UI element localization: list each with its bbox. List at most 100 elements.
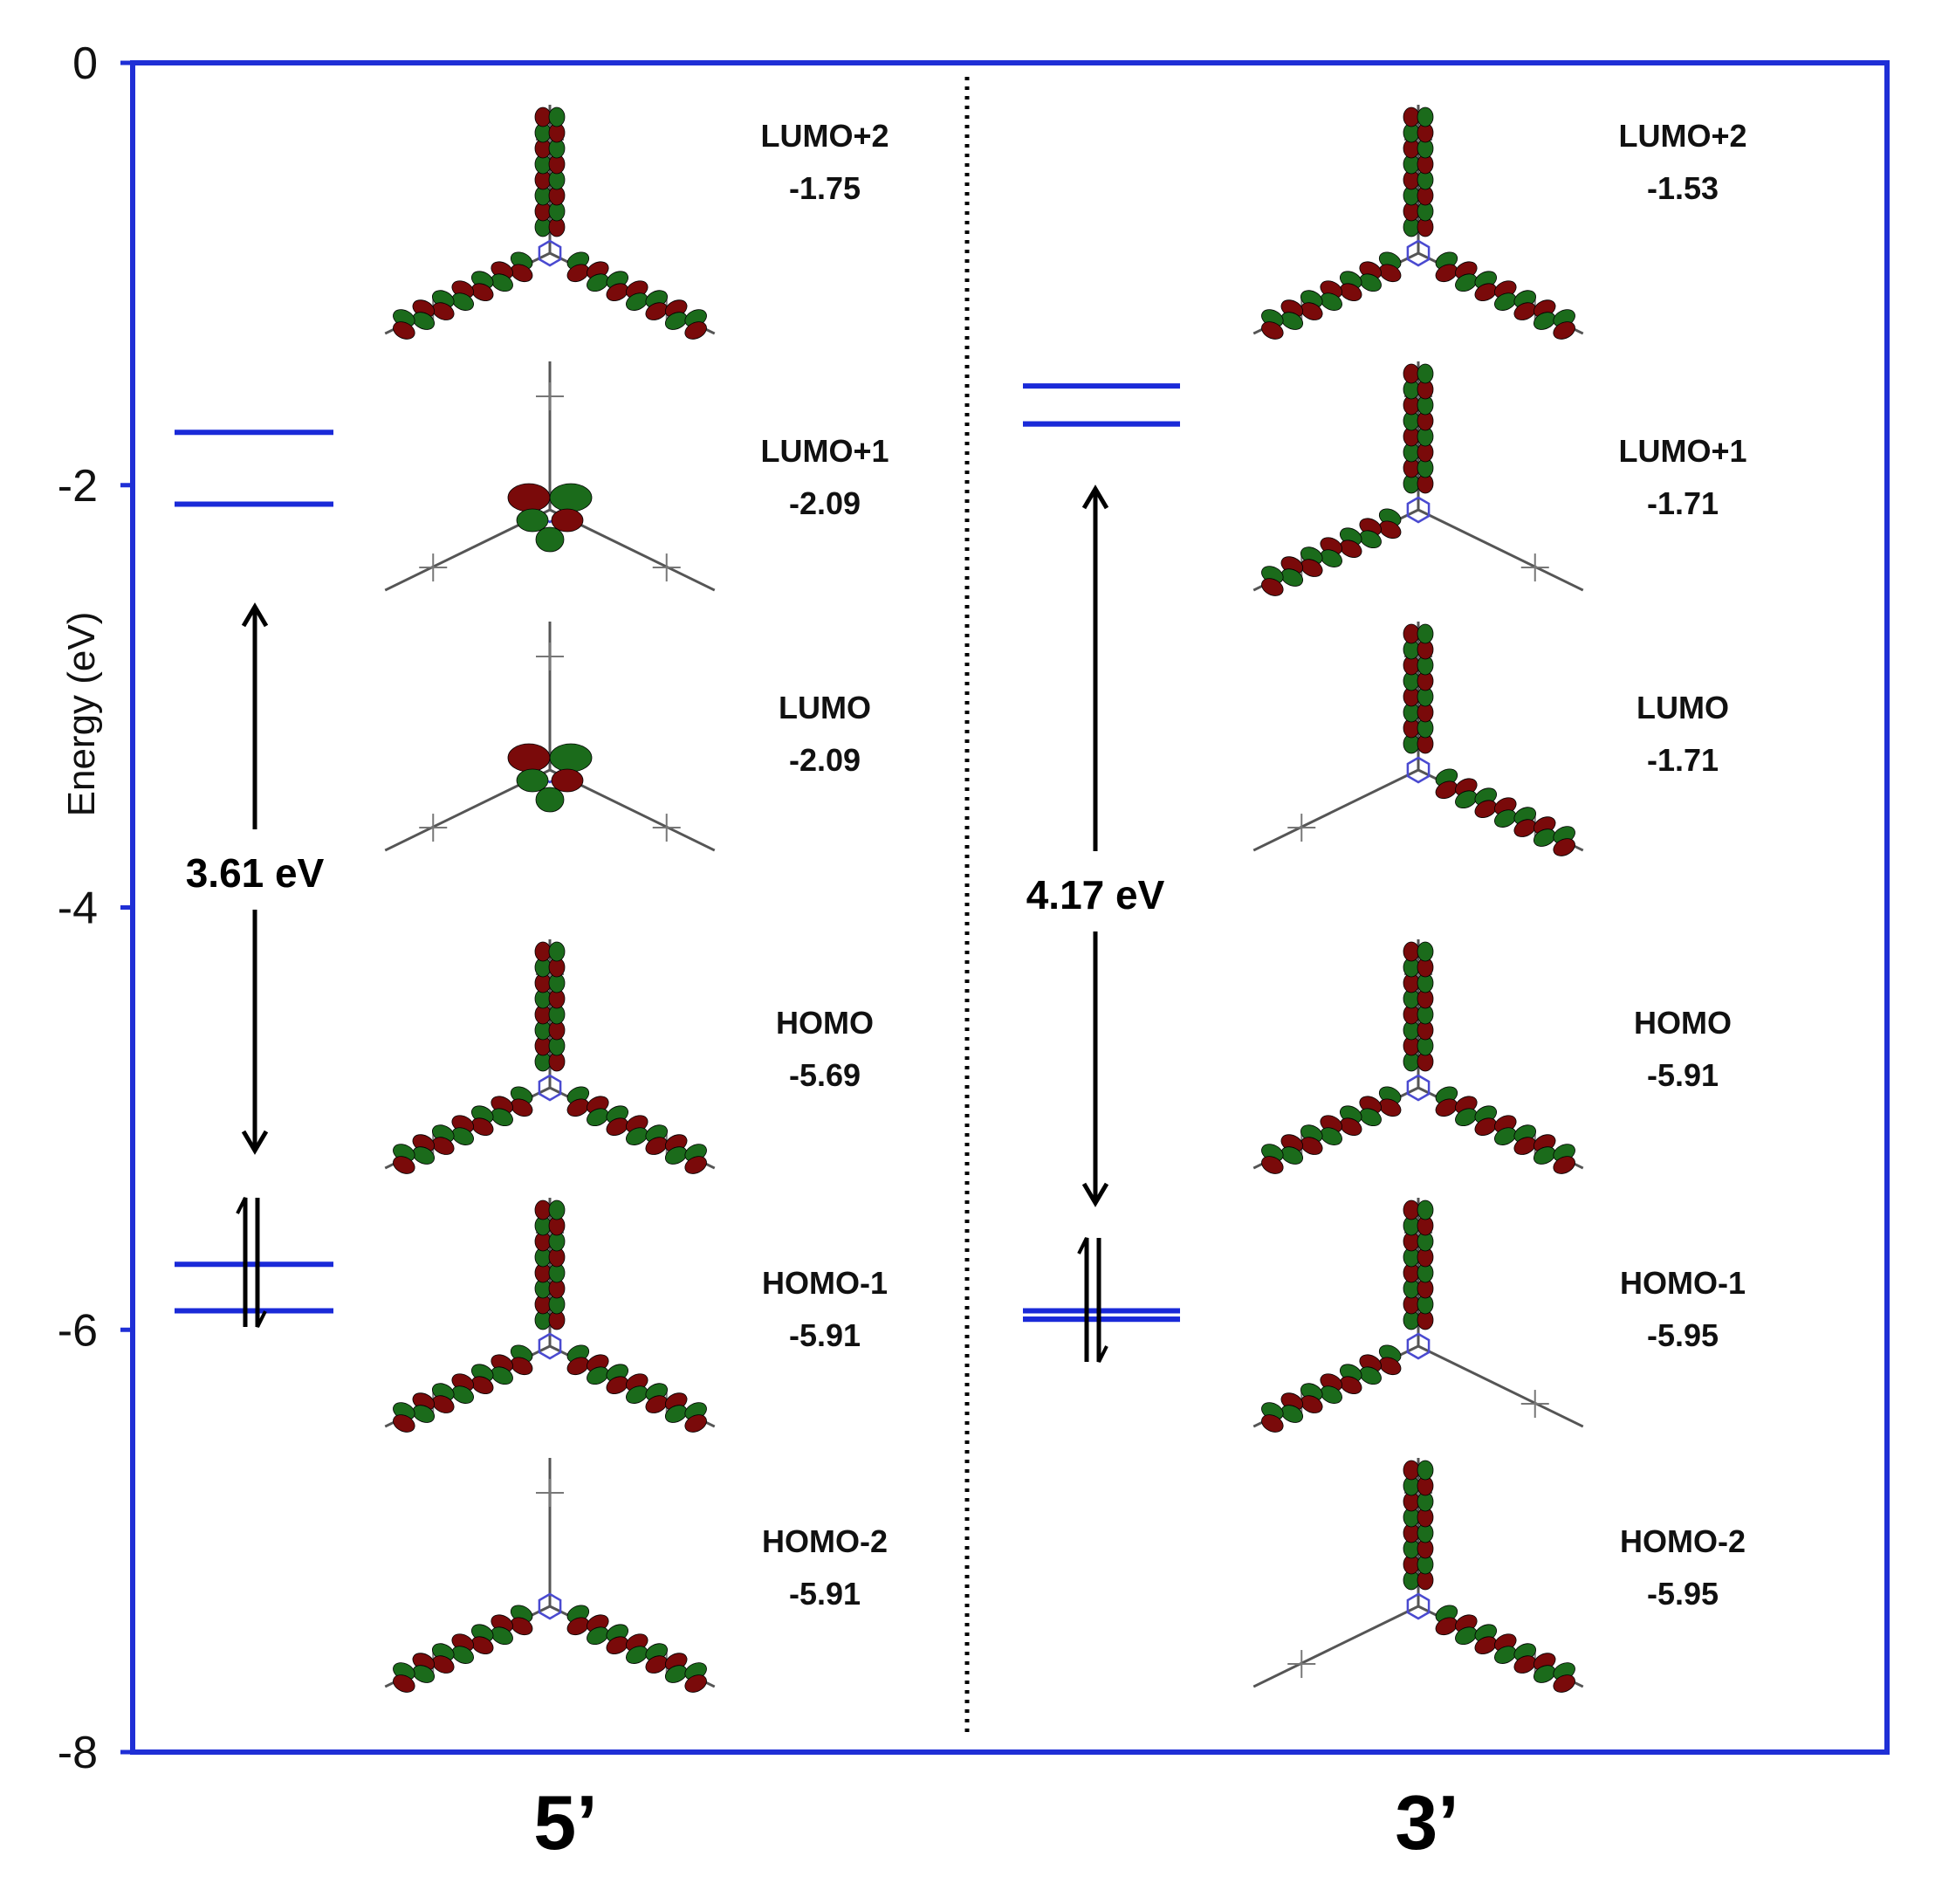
orbital-lobe	[1553, 838, 1575, 856]
orbital-molecule	[384, 105, 716, 340]
orbital-lobe	[1261, 1414, 1284, 1433]
orbital-lobe	[1553, 1156, 1575, 1174]
orbital-lobe	[548, 107, 566, 127]
orbital-lobe	[684, 1414, 707, 1433]
orbital-energy: -5.69	[789, 1057, 861, 1093]
orbital-lobe	[549, 743, 593, 773]
molecule-core-ring	[1406, 1592, 1431, 1620]
orbital-lobe	[1403, 941, 1420, 962]
molecule-core-ring	[1406, 1332, 1431, 1360]
orbital-lobe	[1553, 1674, 1575, 1693]
compound-label: 5’	[533, 1779, 597, 1866]
orbital-energy: -5.91	[1647, 1057, 1719, 1093]
orbital-lobe	[534, 941, 552, 962]
orbital-lobe	[1417, 941, 1434, 962]
electron-spin-arrows	[236, 1197, 1108, 1363]
orbital-lobe	[548, 941, 566, 962]
orbital-lobe	[393, 1156, 415, 1174]
orbital-lobe	[393, 1414, 415, 1433]
orbital-name: HOMO-1	[1620, 1265, 1746, 1301]
molecule-core-ring	[1406, 496, 1431, 524]
orbital-lobe	[684, 321, 707, 340]
orbital-labels: LUMO+2-1.75LUMO+1-2.09LUMO-2.09HOMO-5.69…	[760, 118, 1746, 1612]
orbital-lobe	[516, 508, 549, 533]
orbital-lobe	[1403, 1460, 1420, 1481]
orbital-lobe	[535, 526, 565, 553]
orbital-name: HOMO-2	[762, 1523, 888, 1559]
orbital-lobe	[684, 1674, 707, 1693]
orbital-lobe	[1553, 321, 1575, 340]
orbital-name: LUMO	[779, 690, 871, 725]
orbital-energy: -1.71	[1647, 485, 1719, 521]
orbital-lobe	[1261, 578, 1284, 596]
molecule-bond	[1417, 1344, 1584, 1428]
y-tick-label: 0	[72, 38, 98, 89]
gap-arrow-head	[1081, 485, 1109, 510]
spin-up-arrow-head	[236, 1197, 247, 1214]
orbital-lobe	[1417, 1199, 1434, 1220]
orbital-lobe	[1417, 623, 1434, 644]
orbital-lobe	[549, 483, 593, 512]
orbital-name: HOMO-2	[1620, 1523, 1746, 1559]
molecule-core-ring	[1406, 1074, 1431, 1102]
orbital-name: HOMO	[776, 1005, 874, 1041]
y-tick-label: -6	[58, 1305, 98, 1356]
orbital-pictures	[384, 105, 1584, 1693]
spin-down-arrow-head	[1097, 1345, 1108, 1363]
orbital-lobe	[1417, 363, 1434, 384]
orbital-lobe	[684, 1156, 707, 1174]
orbital-lobe	[1261, 1156, 1284, 1174]
orbital-name: LUMO+2	[1618, 118, 1746, 154]
molecule-core-ring	[538, 239, 562, 267]
orbital-lobe	[534, 1199, 552, 1220]
orbital-energy: -2.09	[789, 485, 861, 521]
orbital-energy: -1.53	[1647, 170, 1719, 206]
orbital-molecule	[1252, 361, 1584, 596]
molecule-core-ring	[1406, 756, 1431, 784]
orbital-lobe	[1261, 321, 1284, 340]
orbital-molecule	[384, 1198, 716, 1433]
orbital-molecule	[384, 939, 716, 1174]
molecule-bond	[1252, 768, 1419, 852]
orbital-lobe	[1417, 1460, 1434, 1481]
y-axis: 0-2-4-6-8 Energy (eV)	[58, 38, 135, 1778]
gap-arrow-head	[241, 1130, 269, 1155]
molecule-core-ring	[1406, 239, 1431, 267]
orbital-energy: -5.91	[789, 1317, 861, 1353]
orbital-molecule	[384, 361, 716, 592]
molecule-core-ring	[538, 1332, 562, 1360]
orbital-name: HOMO	[1634, 1005, 1732, 1041]
orbital-lobe	[507, 483, 551, 512]
gap-arrow-head	[241, 602, 269, 628]
orbital-energy: -5.95	[1647, 1576, 1719, 1612]
orbital-lobe	[1417, 107, 1434, 127]
orbital-name: HOMO-1	[762, 1265, 888, 1301]
orbital-lobe	[551, 508, 584, 533]
orbital-name: LUMO+1	[1618, 433, 1746, 469]
orbital-energy: -5.91	[789, 1576, 861, 1612]
orbital-lobe	[548, 1199, 566, 1220]
orbital-lobe	[535, 787, 565, 813]
orbital-lobe	[393, 321, 415, 340]
y-tick-label: -2	[58, 461, 98, 512]
orbital-molecule	[1252, 939, 1584, 1174]
band-gap-label: 3.61 eV	[186, 850, 325, 896]
compound-labels: 5’3’	[533, 1779, 1458, 1866]
orbital-molecule	[384, 622, 716, 852]
orbital-name: LUMO+1	[760, 433, 889, 469]
orbital-name: LUMO+2	[760, 118, 889, 154]
orbital-molecule	[1252, 1198, 1584, 1433]
gap-arrow-head	[1081, 1182, 1109, 1207]
y-tick-label: -4	[58, 883, 98, 934]
orbital-lobe	[534, 107, 552, 127]
orbital-molecule	[1252, 1458, 1584, 1693]
spin-down-arrow-head	[256, 1310, 267, 1328]
orbital-lobe	[1403, 623, 1420, 644]
spin-up-arrow-head	[1077, 1237, 1088, 1254]
orbital-energy: -1.71	[1647, 742, 1719, 778]
orbital-lobe	[1403, 1199, 1420, 1220]
orbital-molecule	[1252, 105, 1584, 340]
orbital-lobe	[393, 1674, 415, 1693]
